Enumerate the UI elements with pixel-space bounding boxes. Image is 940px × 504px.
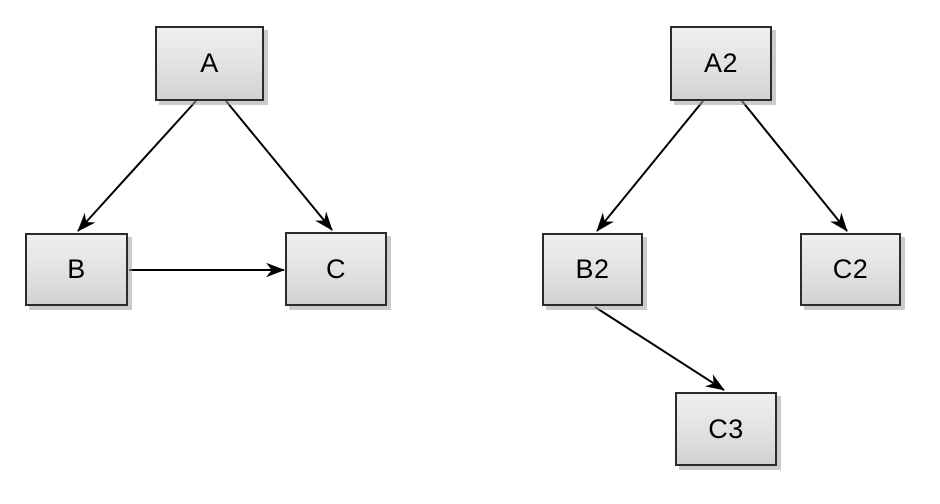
node-b2[interactable]: B2 <box>542 233 643 306</box>
node-c[interactable]: C <box>285 232 387 306</box>
node-label: C2 <box>832 254 869 284</box>
node-label: B <box>67 254 86 284</box>
node-label: B2 <box>575 254 610 284</box>
node-label: A <box>200 48 219 78</box>
node-a[interactable]: A <box>155 26 264 101</box>
edge-a-to-c <box>225 100 333 231</box>
edges-group <box>77 100 848 391</box>
node-c2[interactable]: C2 <box>800 233 901 306</box>
edge-a2-to-c2 <box>741 100 848 232</box>
node-a2[interactable]: A2 <box>670 26 772 101</box>
node-label: C <box>326 253 346 284</box>
node-c3[interactable]: C3 <box>675 392 777 466</box>
node-b[interactable]: B <box>25 233 128 306</box>
node-label: A2 <box>703 48 739 78</box>
edge-a-to-b <box>77 100 197 232</box>
node-label: C3 <box>708 413 744 444</box>
edge-b2-to-c3 <box>594 306 725 391</box>
edge-a2-to-b2 <box>596 100 704 232</box>
